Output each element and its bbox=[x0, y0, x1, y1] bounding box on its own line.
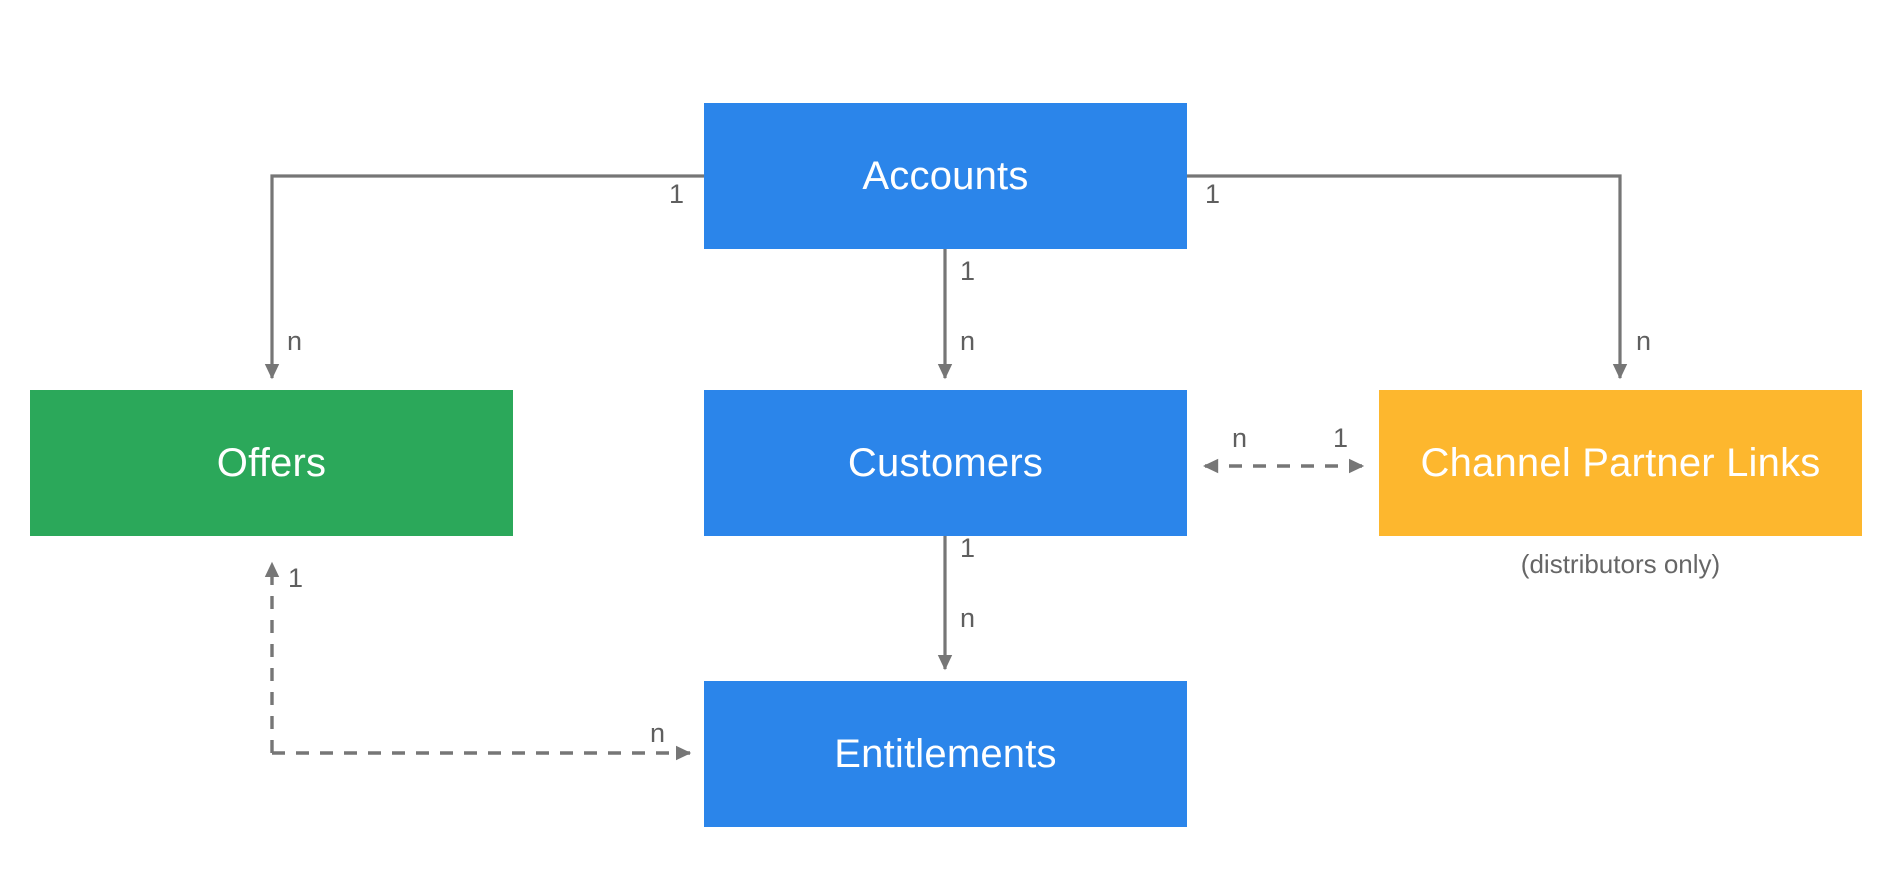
node-offers-label: Offers bbox=[216, 441, 327, 485]
node-customers-label: Customers bbox=[847, 441, 1044, 485]
edge-accounts-channel-partner-links bbox=[1187, 174, 1628, 380]
edge-label-customers-cpl-source: n bbox=[1232, 423, 1248, 453]
edge-label-customers-entitlements-source: 1 bbox=[960, 533, 976, 563]
edge-label-accounts-cpl-target: n bbox=[1636, 326, 1652, 356]
edge-label-offers-entitlements-source: 1 bbox=[288, 563, 304, 593]
node-accounts[interactable]: Accounts bbox=[704, 103, 1187, 249]
edge-label-customers-cpl-target: 1 bbox=[1333, 423, 1349, 453]
edge-label-customers-entitlements-target: n bbox=[960, 603, 976, 633]
node-customers[interactable]: Customers bbox=[704, 390, 1187, 536]
edge-label-accounts-cpl-source: 1 bbox=[1205, 179, 1221, 209]
edge-label-offers-entitlements-target: n bbox=[650, 718, 666, 748]
node-entitlements[interactable]: Entitlements bbox=[704, 681, 1187, 827]
node-channel-partner-links[interactable]: Channel Partner Links bbox=[1379, 390, 1862, 536]
node-accounts-label: Accounts bbox=[862, 154, 1029, 198]
edge-label-accounts-offers-source: 1 bbox=[669, 179, 685, 209]
edge-accounts-offers bbox=[264, 174, 704, 380]
edge-label-accounts-offers-target: n bbox=[287, 326, 303, 356]
node-channel-partner-links-caption: (distributors only) bbox=[1520, 549, 1721, 579]
node-entitlements-label: Entitlements bbox=[834, 732, 1057, 776]
edge-label-accounts-customers-source: 1 bbox=[960, 256, 976, 286]
node-channel-partner-links-label: Channel Partner Links bbox=[1420, 441, 1821, 485]
node-offers[interactable]: Offers bbox=[30, 390, 513, 536]
edge-label-accounts-customers-target: n bbox=[960, 326, 976, 356]
